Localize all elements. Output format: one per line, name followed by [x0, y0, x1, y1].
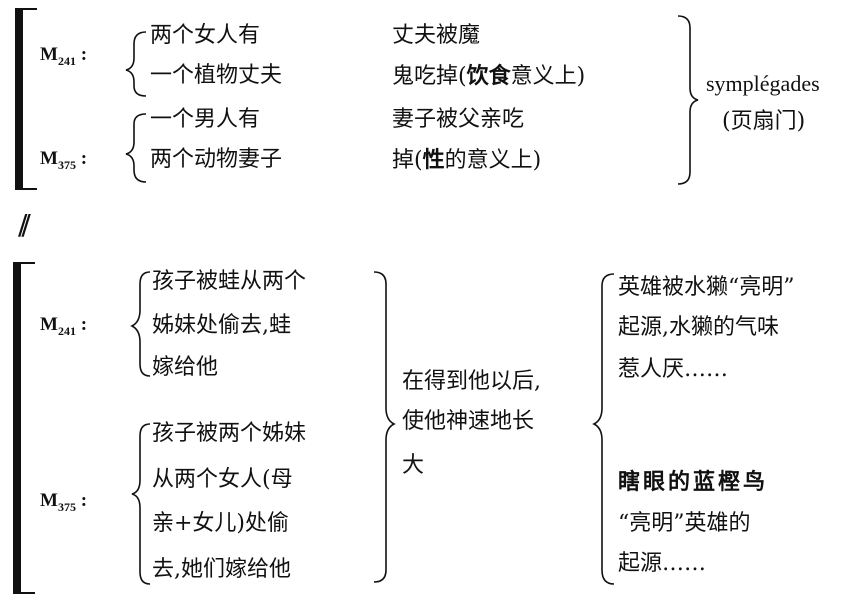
top-left-line-2: 一个植物丈夫 [150, 63, 283, 88]
top-left-line-4: 两个动物妻子 [150, 147, 283, 172]
bottom-m241-label: M241 : [40, 314, 88, 338]
top-mid-line-1: 丈夫被魔 [392, 23, 481, 48]
bottom-right-top-line-3: 惹人厌…… [618, 357, 729, 382]
bottom-right-top-line-1: 英雄被水獭“亮明” [618, 275, 795, 300]
bottom-left-bracket-topcap [13, 262, 35, 264]
top-m241-label: M241 : [40, 44, 88, 68]
bottom-right-brace [592, 273, 615, 585]
bottom-m1-line-3: 嫁给他 [152, 355, 219, 380]
top-m1-brace [125, 31, 147, 97]
bottom-m1-line-2: 姊妹处偷去,蛙 [152, 313, 291, 338]
top-m2-brace [125, 113, 147, 183]
bottom-mid-line-3: 大 [402, 453, 425, 478]
top-left-line-1: 两个女人有 [150, 23, 261, 48]
section-separator: // [18, 208, 31, 241]
top-right-brace [677, 15, 699, 185]
bottom-mid-line-2: 使他神速地长 [402, 409, 535, 434]
top-left-bracket-botcap [15, 188, 37, 190]
bottom-m2-line-2: 从两个女人(母 [152, 467, 293, 492]
top-mid-line-3: 妻子被父亲吃 [392, 107, 525, 132]
bottom-m2-line-3: 亲+女儿)处偷 [152, 511, 290, 536]
top-m375-label: M375 : [40, 148, 88, 172]
bottom-m375-label: M375 : [40, 490, 88, 514]
top-left-line-3: 一个男人有 [150, 107, 261, 132]
top-mid-line-4: 掉(性的意义上) [392, 147, 542, 173]
bottom-left-bracket-botcap [13, 592, 35, 594]
bottom-m2-line-4: 去,她们嫁给他 [152, 557, 291, 582]
bottom-mid-line-1: 在得到他以后, [402, 369, 541, 394]
top-right-line-2: (页扇门) [722, 109, 806, 134]
top-right-line-1: symplégades [706, 71, 820, 96]
bottom-left-bracket-bar [13, 262, 21, 594]
bottom-right-bot-line-1: 瞎眼的蓝樫鸟 [618, 469, 769, 495]
bottom-right-bot-line-2: “亮明”英雄的 [618, 511, 751, 536]
bottom-right-top-line-2: 起源,水獭的气味 [618, 315, 779, 340]
bottom-m2-brace [131, 423, 151, 585]
top-left-bracket-bar [15, 8, 23, 190]
top-left-bracket-topcap [15, 8, 37, 10]
bottom-middle-brace [373, 271, 396, 583]
top-mid-line-2: 鬼吃掉(饮食意义上) [392, 63, 586, 89]
bottom-m1-line-1: 孩子被蛙从两个 [152, 269, 307, 294]
bottom-m2-line-1: 孩子被两个姊妹 [152, 421, 307, 446]
bottom-m1-brace [130, 271, 151, 377]
bottom-right-bot-line-3: 起源…… [618, 551, 707, 576]
